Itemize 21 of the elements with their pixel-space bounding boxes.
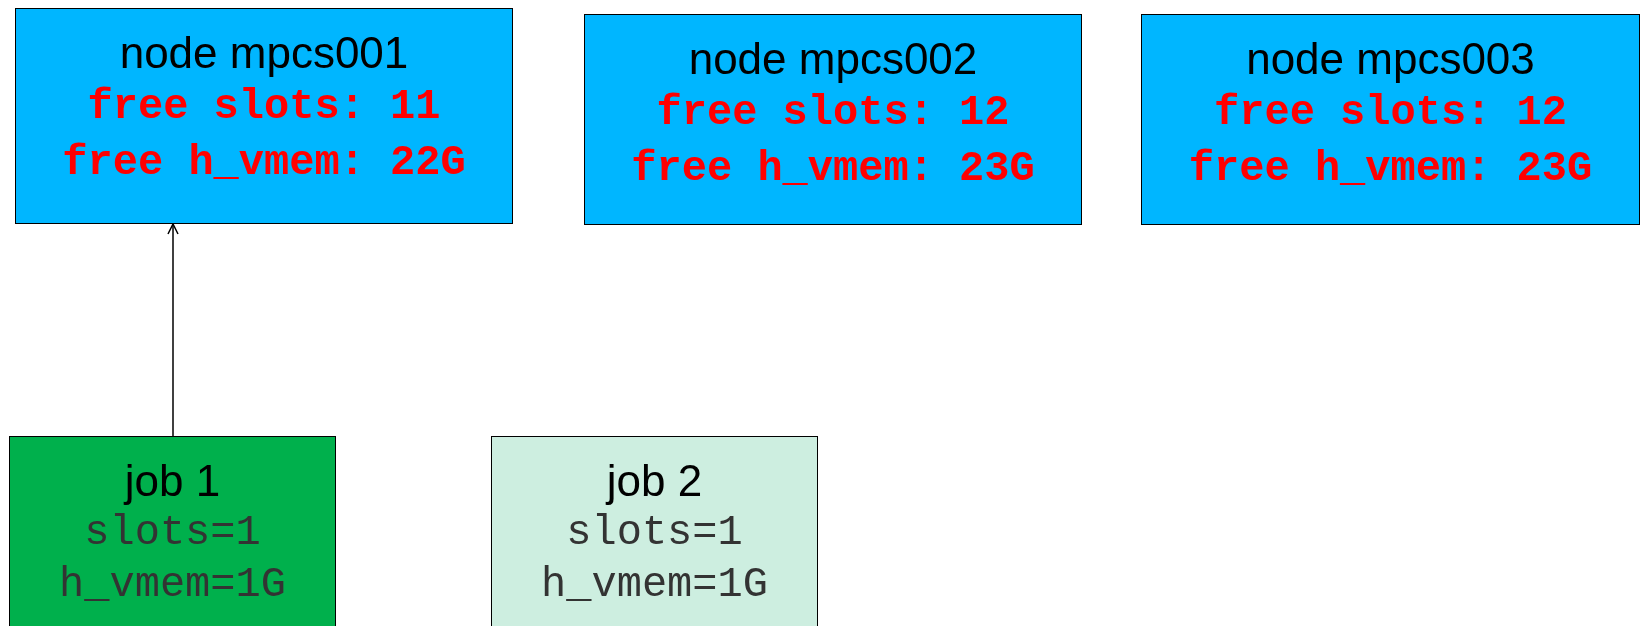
resource-stat: free slots: 11 xyxy=(87,82,441,133)
node-box xyxy=(1141,14,1640,225)
job-box xyxy=(491,436,818,626)
node-title: node mpcs001 xyxy=(119,27,409,79)
resource-stat: free h_vmem: 23G xyxy=(631,144,1035,195)
node-title: node mpcs002 xyxy=(688,33,978,85)
node-title: job 1 xyxy=(124,455,221,507)
job-parameter: h_vmem=1G xyxy=(541,560,768,611)
job-parameter: slots=1 xyxy=(566,508,743,559)
node-title: node mpcs003 xyxy=(1246,33,1535,85)
job-box xyxy=(9,436,336,626)
resource-stat: free slots: 12 xyxy=(656,88,1010,139)
resource-stat: free slots: 12 xyxy=(1214,88,1567,139)
job-parameter: slots=1 xyxy=(84,508,261,559)
node-box xyxy=(584,14,1082,225)
node-box xyxy=(15,8,513,224)
node-title: job 2 xyxy=(606,455,703,507)
resource-stat: free h_vmem: 22G xyxy=(62,138,466,189)
arrow xyxy=(167,223,179,437)
resource-stat: free h_vmem: 23G xyxy=(1188,144,1593,195)
job-parameter: h_vmem=1G xyxy=(59,560,286,611)
